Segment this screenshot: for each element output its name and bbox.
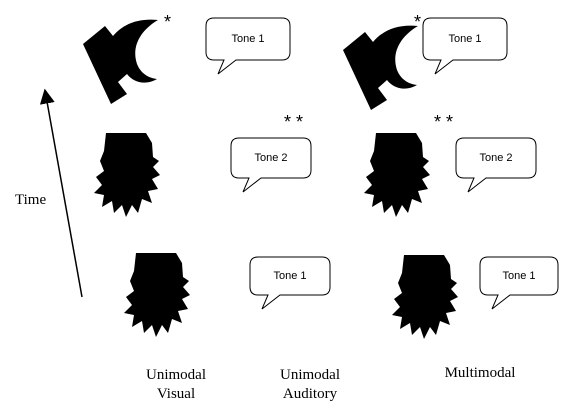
- column-label-line2: Auditory: [282, 386, 338, 402]
- column-label-line1: Unimodal: [146, 367, 206, 383]
- speech-bubble-bottom-left: Tone 1: [249, 256, 331, 310]
- speech-bubble-mid-left: Tone 2: [230, 137, 312, 193]
- speech-bubble-mid-right: Tone 2: [455, 137, 537, 193]
- spiky-shape-multimodal-bottom: [392, 255, 458, 339]
- deformed-shape-visual: [83, 19, 158, 104]
- deformed-shape-multimodal: [343, 25, 418, 110]
- significance-star-visual: *: [164, 12, 171, 32]
- time-axis-label: Time: [15, 192, 47, 208]
- bubble-label: Tone 1: [273, 270, 306, 282]
- bubble-label: Tone 2: [254, 152, 287, 164]
- bubble-label: Tone 1: [448, 33, 481, 45]
- spiky-shape-visual-bottom: [124, 253, 190, 337]
- column-label-line2: Visual: [156, 386, 196, 402]
- column-label-multimodal: Multimodal: [420, 364, 540, 383]
- bubble-label: Tone 2: [479, 152, 512, 164]
- speech-bubble-top-right: Tone 1: [422, 17, 508, 75]
- time-arrow: [39, 88, 83, 298]
- column-label-line1: Multimodal: [444, 365, 516, 381]
- spiky-shape-visual: [94, 133, 160, 217]
- significance-star-multimodal: *: [414, 12, 421, 32]
- spiky-shape-multimodal: [364, 133, 430, 217]
- column-label-line1: Unimodal: [280, 367, 340, 383]
- bubble-label: Tone 1: [502, 270, 535, 282]
- speech-bubble-top-left: Tone 1: [205, 17, 291, 75]
- significance-double-star-multimodal: * *: [434, 112, 453, 132]
- column-label-unimodal-visual: Unimodal Visual: [126, 366, 226, 404]
- speech-bubble-bottom-right: Tone 1: [479, 256, 559, 310]
- bubble-label: Tone 1: [231, 33, 264, 45]
- significance-double-star-auditory: * *: [284, 112, 303, 132]
- column-label-unimodal-auditory: Unimodal Auditory: [260, 366, 360, 404]
